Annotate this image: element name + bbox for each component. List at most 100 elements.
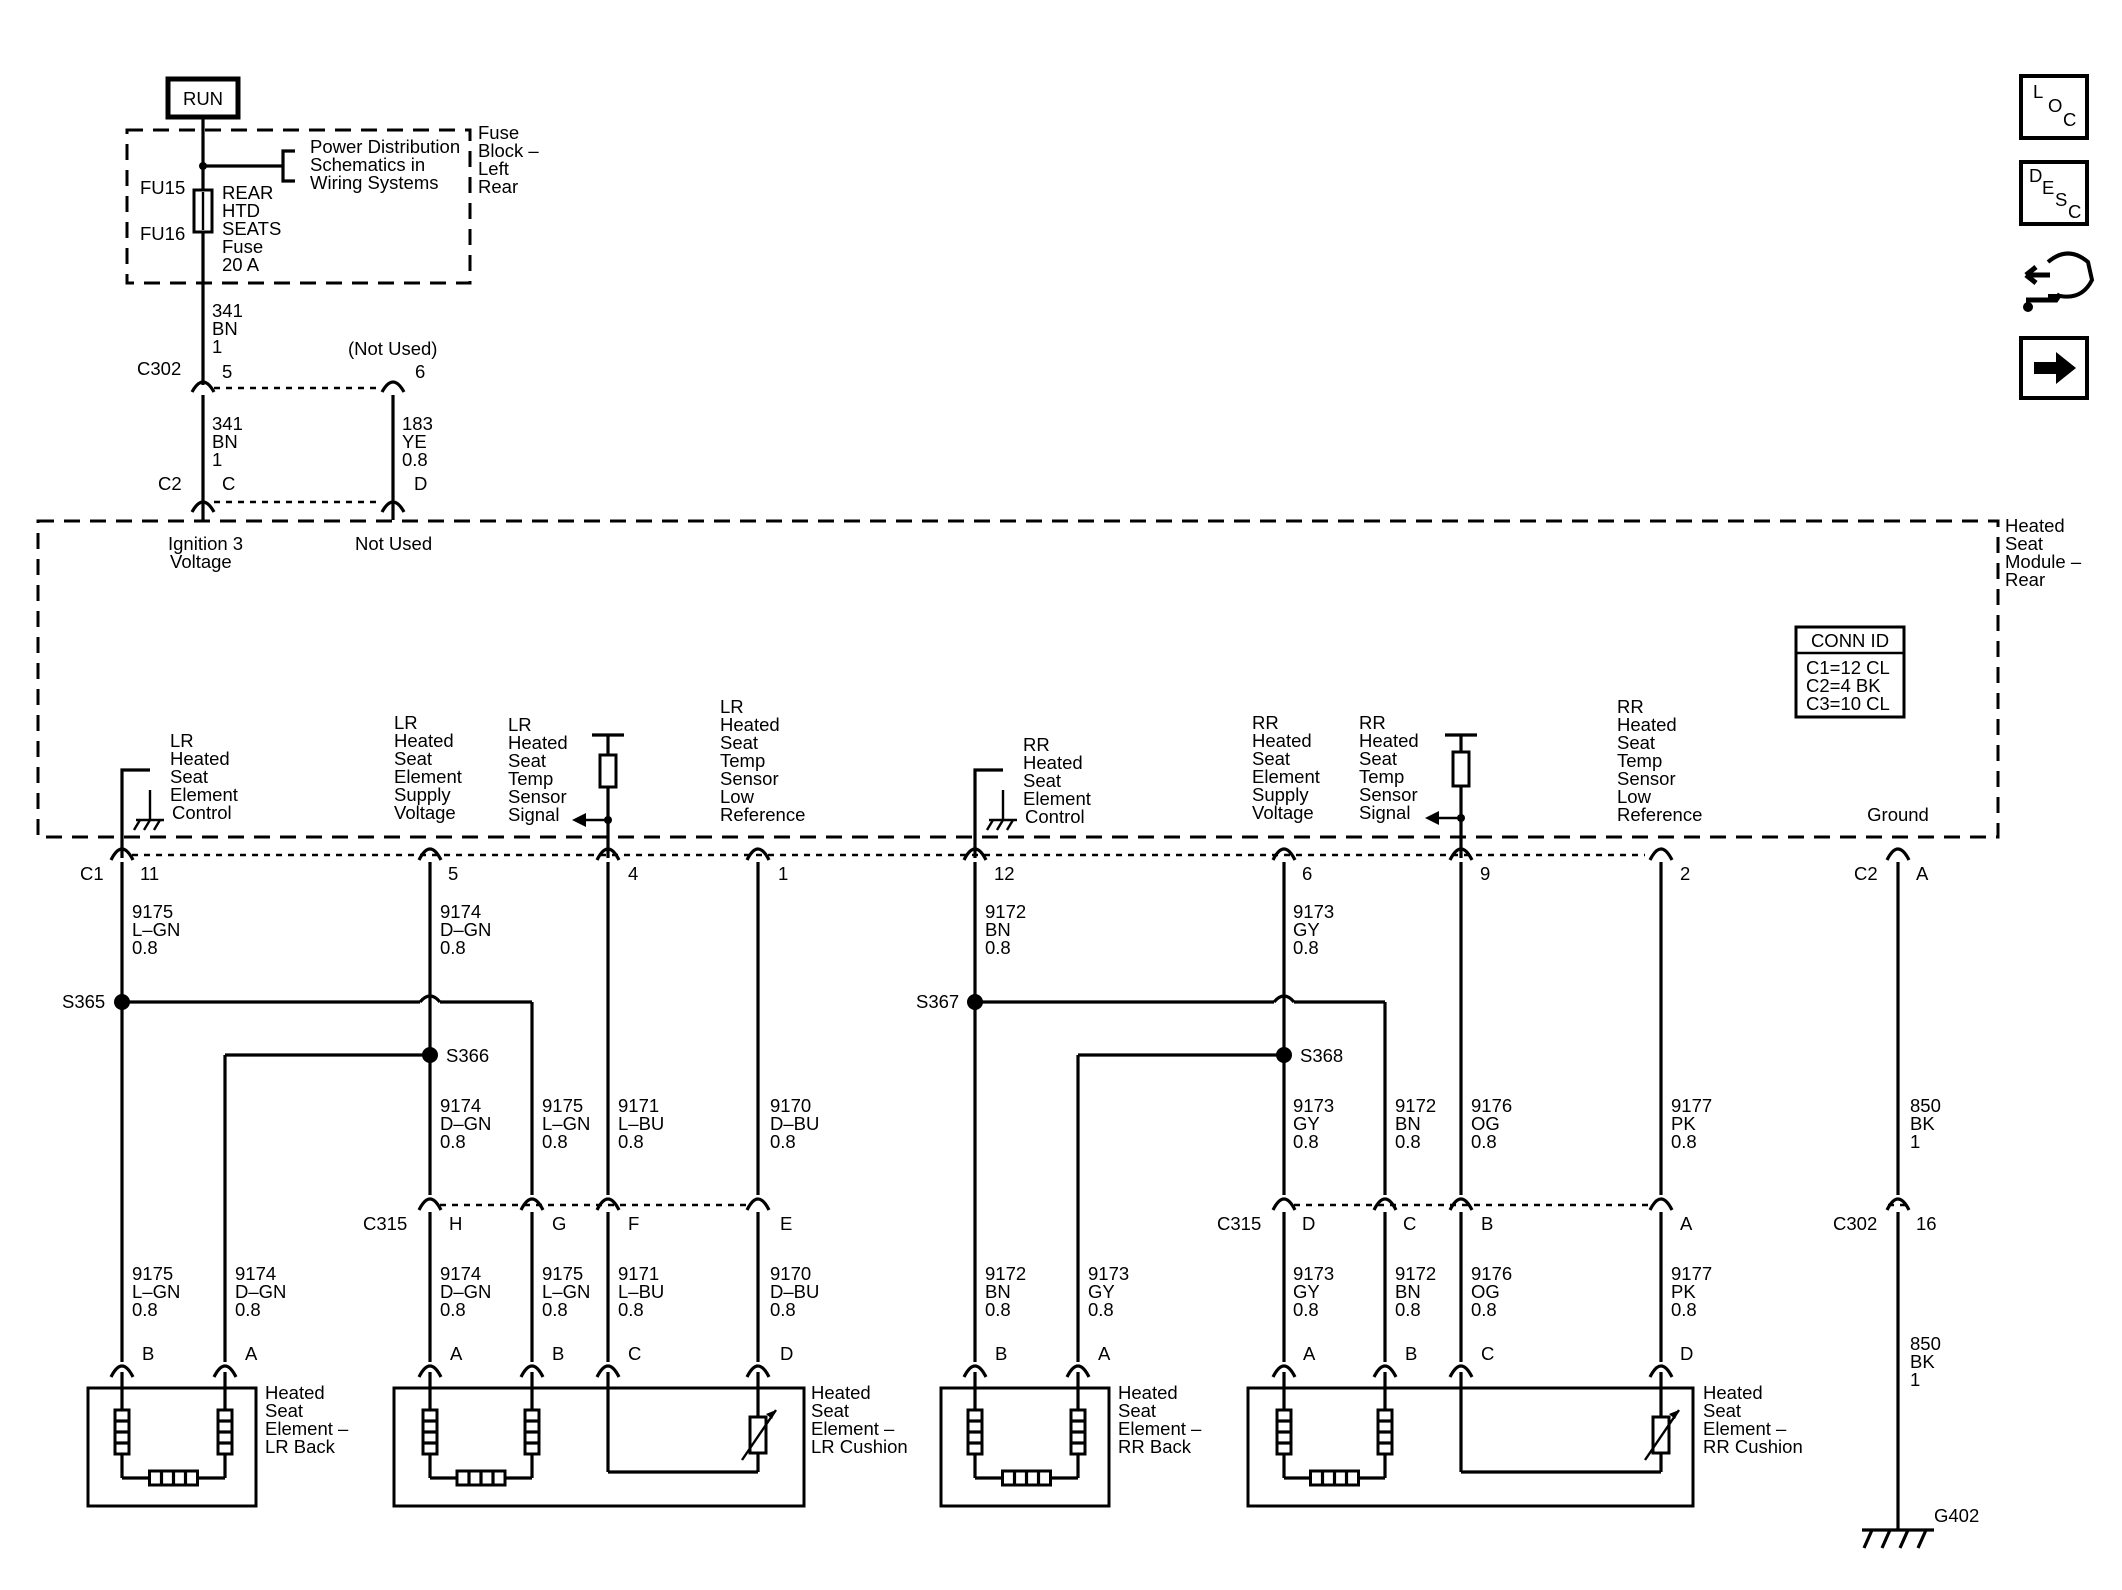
module-name-4: Rear — [2005, 569, 2045, 590]
c315-pin-cap-0 — [417, 1197, 443, 1211]
fu15-label: FU15 — [140, 177, 185, 198]
svg-text:D–GN: D–GN — [440, 919, 491, 940]
c1-pin-cap-7 — [1648, 847, 1674, 861]
c302-pin5: 5 — [222, 361, 232, 382]
fuse-block-line-3: Left — [478, 158, 509, 179]
rr-signal-resistor — [1451, 750, 1471, 788]
svg-text:Seat: Seat — [265, 1400, 303, 1421]
pds-line-1: Power Distribution — [310, 136, 460, 157]
svg-text:9175: 9175 — [542, 1095, 583, 1116]
desc-button[interactable] — [2019, 160, 2089, 226]
pin-11: 11 — [140, 863, 159, 884]
ground-pin-label: Ground — [1867, 804, 1929, 825]
g402-label: G402 — [1934, 1505, 1979, 1526]
fuse-line-5: 20 A — [222, 254, 260, 275]
pin-1: 1 — [778, 863, 788, 884]
svg-text:B: B — [995, 1343, 1007, 1364]
svg-text:Temp: Temp — [508, 768, 553, 789]
svg-text:L–BU: L–BU — [618, 1281, 664, 1302]
c315-pin-cap-1 — [519, 1197, 545, 1211]
svg-text:0.8: 0.8 — [1395, 1131, 1421, 1152]
component-pin-cap-10 — [1448, 1364, 1474, 1378]
connector-icon[interactable] — [2023, 251, 2095, 313]
c2-pinC-cap — [190, 500, 216, 513]
rr-signal-arrow-icon — [1425, 811, 1439, 825]
s366-label: S366 — [446, 1045, 489, 1066]
svg-text:0.8: 0.8 — [132, 937, 158, 958]
module-outline — [36, 519, 2000, 839]
svg-text:0.8: 0.8 — [440, 1299, 466, 1320]
svg-text:OG: OG — [1471, 1281, 1500, 1302]
svg-text:9175: 9175 — [132, 901, 173, 922]
s367-splice — [967, 994, 983, 1010]
rr-thermistor-arrow — [1644, 1409, 1680, 1461]
rr-cushion-label: Heated Seat Element – RR Cushion — [1703, 1382, 1803, 1457]
svg-text:GY: GY — [1293, 1113, 1320, 1134]
rr-cushion-element-box — [1246, 1386, 1695, 1508]
mid-wire-labels: 9174 D–GN 0.8 9175 L–GN 0.8 9171 L–BU 0.… — [440, 1095, 1712, 1152]
svg-text:9173: 9173 — [1293, 1095, 1334, 1116]
svg-text:9170: 9170 — [770, 1095, 811, 1116]
svg-text:Heated: Heated — [1617, 714, 1677, 735]
svg-text:Heated: Heated — [265, 1382, 325, 1403]
svg-text:Element –: Element – — [265, 1418, 349, 1439]
c302-top-label: C302 — [137, 358, 181, 379]
svg-text:9175: 9175 — [542, 1263, 583, 1284]
svg-text:B: B — [552, 1343, 564, 1364]
svg-text:Seat: Seat — [1252, 748, 1290, 769]
svg-text:0.8: 0.8 — [542, 1299, 568, 1320]
g402-ground-icon — [1862, 1529, 1928, 1549]
svg-text:9172: 9172 — [985, 1263, 1026, 1284]
fuse-block-outline — [125, 128, 472, 285]
s365-splice — [114, 994, 130, 1010]
c302-pin6-cap — [380, 380, 406, 393]
svg-text:Heated: Heated — [508, 732, 568, 753]
w341a-2: BN — [212, 318, 238, 339]
c1-pin-caps — [109, 847, 1911, 861]
not-used-top: (Not Used) — [348, 338, 437, 359]
svg-text:9171: 9171 — [618, 1095, 659, 1116]
fuse-block-line-1: Fuse — [478, 122, 519, 143]
svg-text:OG: OG — [1471, 1113, 1500, 1134]
ign3-line-2: Voltage — [170, 551, 232, 572]
loc-icon-O: O — [2048, 95, 2062, 116]
lr-thermistor-arrow — [741, 1409, 777, 1461]
loc-icon-C: C — [2063, 109, 2076, 130]
harness-wires — [120, 862, 1900, 1362]
svg-text:GY: GY — [1088, 1281, 1115, 1302]
svg-text:BK: BK — [1910, 1113, 1935, 1134]
c302-pin5-cap — [190, 380, 216, 393]
svg-text:Element: Element — [394, 766, 462, 787]
pin-6: 6 — [1302, 863, 1312, 884]
component-pin-cap-3 — [519, 1364, 545, 1378]
svg-text:0.8: 0.8 — [618, 1131, 644, 1152]
svg-text:9174: 9174 — [440, 1095, 481, 1116]
svg-text:9172: 9172 — [1395, 1095, 1436, 1116]
svg-text:0.8: 0.8 — [542, 1131, 568, 1152]
w341b-3: 1 — [212, 449, 222, 470]
lr-ctrl-label: LR Heated Seat Element Control — [170, 730, 238, 823]
svg-text:9173: 9173 — [1293, 1263, 1334, 1284]
svg-text:Reference: Reference — [1617, 804, 1702, 825]
fu16-label: FU16 — [140, 223, 185, 244]
svg-text:9173: 9173 — [1088, 1263, 1129, 1284]
loc-button[interactable] — [2019, 74, 2089, 140]
c1-pin-cap-4 — [962, 847, 988, 861]
svg-text:Supply: Supply — [394, 784, 451, 805]
svg-text:L–GN: L–GN — [132, 919, 180, 940]
svg-text:D–BU: D–BU — [770, 1113, 819, 1134]
lr-back-element-box — [86, 1386, 258, 1508]
rr-supply-label: RR Heated Seat Element Supply Voltage — [1252, 712, 1320, 823]
c1-pin-cap-5 — [1271, 847, 1297, 861]
svg-text:Heated: Heated — [170, 748, 230, 769]
rr-lowref-label: RR Heated Seat Temp Sensor Low Reference — [1617, 696, 1702, 825]
svg-text:L–GN: L–GN — [542, 1113, 590, 1134]
svg-text:D: D — [1680, 1343, 1693, 1364]
pin-4: 4 — [628, 863, 638, 884]
svg-text:0.8: 0.8 — [1293, 1131, 1319, 1152]
svg-text:Element: Element — [1252, 766, 1320, 787]
svg-text:RR: RR — [1617, 696, 1644, 717]
desc-icon-S: S — [2055, 189, 2067, 210]
w183-2: YE — [402, 431, 427, 452]
